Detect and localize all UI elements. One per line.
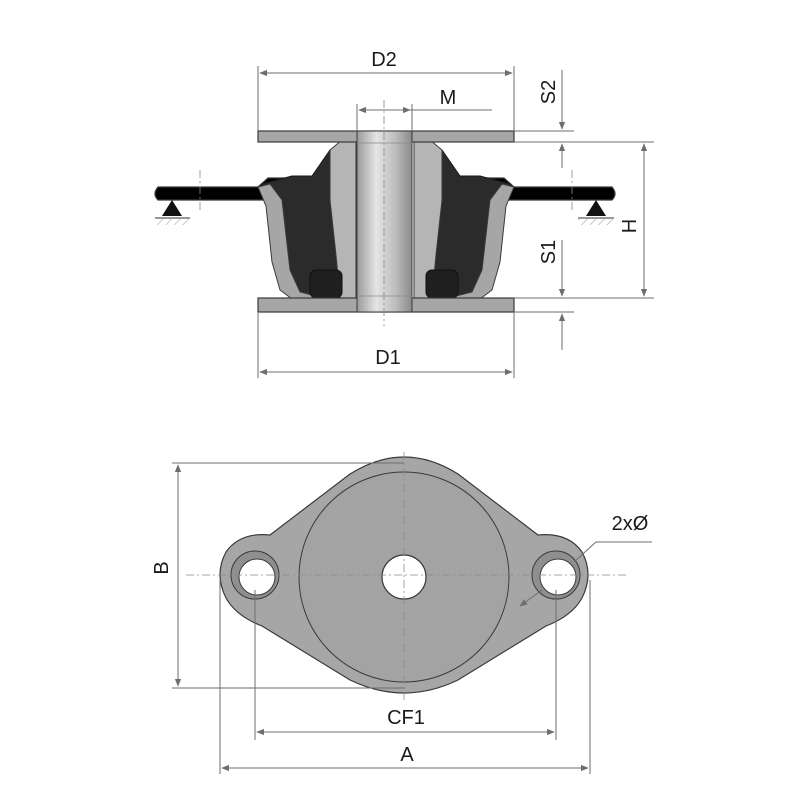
left-mounting-hole [238,558,276,596]
fixed-support-triangle-icon [155,200,190,225]
d1-label: D1 [375,347,401,369]
hole-spec-label: 2xØ [612,513,649,535]
fixed-support-triangle-icon [578,200,614,225]
h-label: H [619,219,641,233]
plan-view: B 2xØ CF1 A [151,452,652,774]
section-view: D2 M S2 H S1 D1 [154,49,654,378]
a-label: A [400,744,414,766]
hole-dia-leader [573,541,597,563]
d2-label: D2 [371,49,397,71]
hole-dia-arrow-in [519,589,543,607]
s1-label: S1 [538,240,560,264]
bump-stop-left [309,269,343,299]
cf1-label: CF1 [387,707,425,729]
m-label: M [440,87,457,109]
s2-label: S2 [538,80,560,104]
right-mounting-hole [539,558,577,596]
bump-stop-right [425,269,459,299]
center-bolt [356,130,413,313]
b-label: B [151,561,173,574]
